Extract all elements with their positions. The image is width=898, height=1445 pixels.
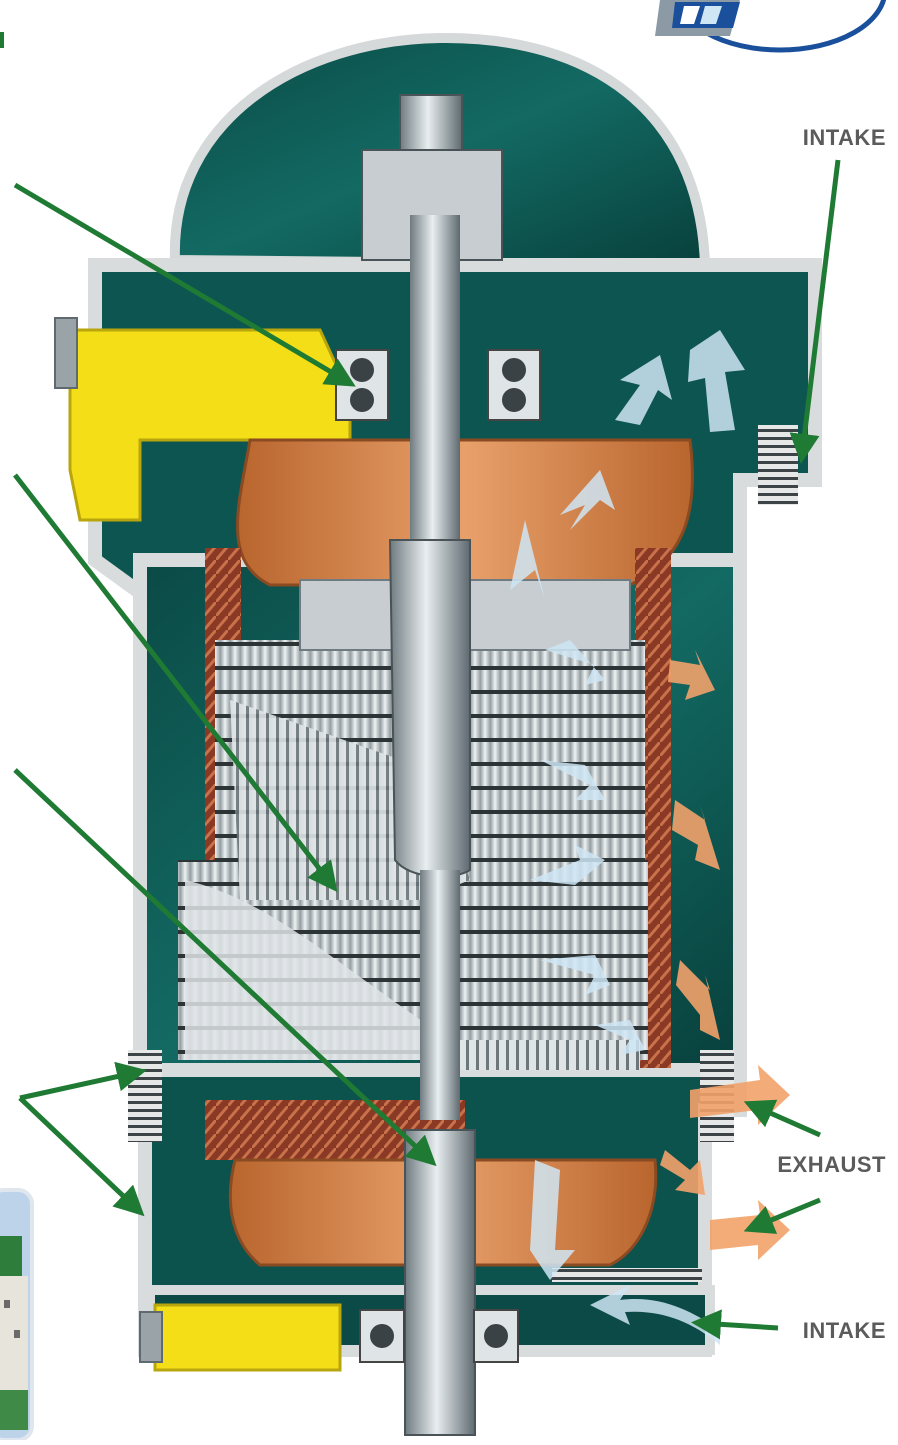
thumbnail-photo-icon [0,1188,34,1442]
motor-shaft [361,94,503,1436]
upper-grease-fitting [54,317,78,389]
logo-badge-icon [655,0,887,53]
airflow-intake-arrows [510,330,745,1345]
upper-bearing-left [335,349,389,421]
callout-arrows [13,159,841,1340]
callout-arrow-fins-upper [19,1061,147,1101]
cooling-fins-bottom [552,1268,702,1282]
lower-rotor-winding [205,1100,465,1160]
callout-arrow-shaft [13,768,437,1167]
intake-label-top: INTAKE [802,125,886,150]
upper-bearing-cap [68,328,352,522]
intake-label-bottom: INTAKE [802,1318,886,1343]
lower-bearing-cap [153,1303,342,1372]
upper-bearing-right [487,349,541,421]
exhaust-label: EXHAUST [777,1152,886,1177]
lower-bearing-left [359,1309,405,1363]
callout-arrow-bearing [13,182,356,387]
cooling-fins-left [128,1050,162,1142]
callout-arrow-rotor [13,473,338,893]
callout-arrow-exhaust-upper [743,1099,822,1138]
callout-arrow-fins-lower [18,1096,145,1217]
cropped-text-mark [0,32,4,48]
cooling-fins-intake [758,425,798,505]
callout-arrow-exhaust-lower [743,1197,821,1234]
callout-arrow-intake-bottom [691,1309,779,1340]
callout-arrow-intake-top [789,159,841,464]
lower-bearing-right [473,1309,519,1363]
lower-grease-fitting [139,1311,163,1363]
